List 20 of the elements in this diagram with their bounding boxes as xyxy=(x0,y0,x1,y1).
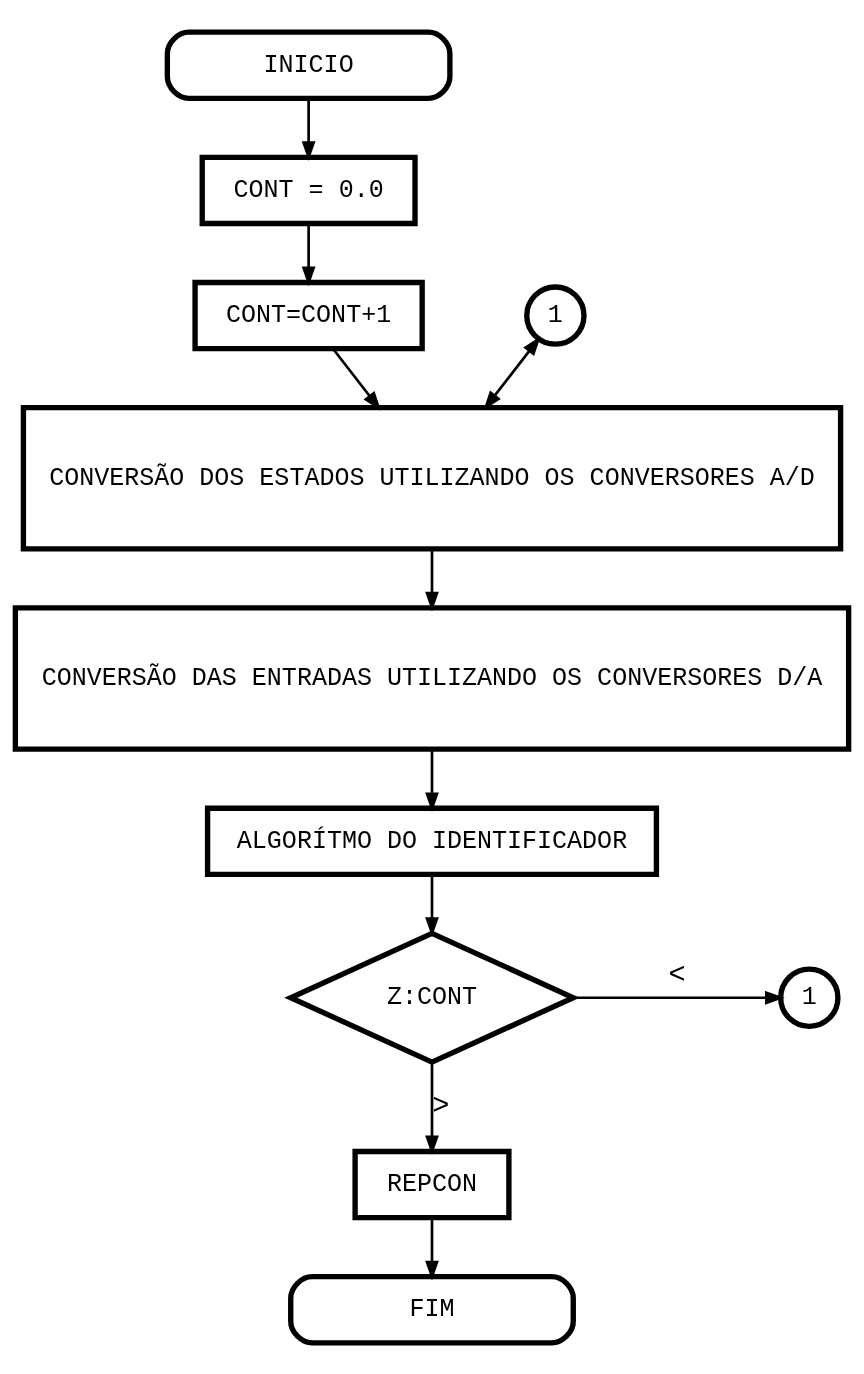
arrow xyxy=(573,990,785,1005)
edge-label: > xyxy=(432,1089,450,1123)
node-circle: 1 xyxy=(778,965,841,1029)
arrow xyxy=(425,874,439,937)
node-box: ALGORÍTMO DO IDENTIFICADOR xyxy=(204,805,660,877)
node-box: CONT = 0.0 xyxy=(199,154,418,226)
arrow xyxy=(425,1217,439,1280)
node-box: CONVERSÃO DOS ESTADOS UTILIZANDO OS CONVERSORES A/D xyxy=(20,404,844,552)
arrow xyxy=(425,548,439,611)
node-box: CONT=CONT+1 xyxy=(192,279,425,351)
arrow xyxy=(301,223,316,286)
arrow xyxy=(425,1062,439,1155)
node-box: CONVERSÃO DAS ENTRADAS UTILIZANDO OS CONVERSORES D/A xyxy=(12,604,852,752)
arrow xyxy=(483,335,541,410)
arrow xyxy=(425,748,439,812)
node-box: INICIO xyxy=(164,28,453,101)
node-box: REPCON xyxy=(352,1148,512,1220)
node-box: FIM xyxy=(288,1273,576,1346)
node-circle: 1 xyxy=(524,283,587,347)
edge-label: < xyxy=(668,958,686,992)
